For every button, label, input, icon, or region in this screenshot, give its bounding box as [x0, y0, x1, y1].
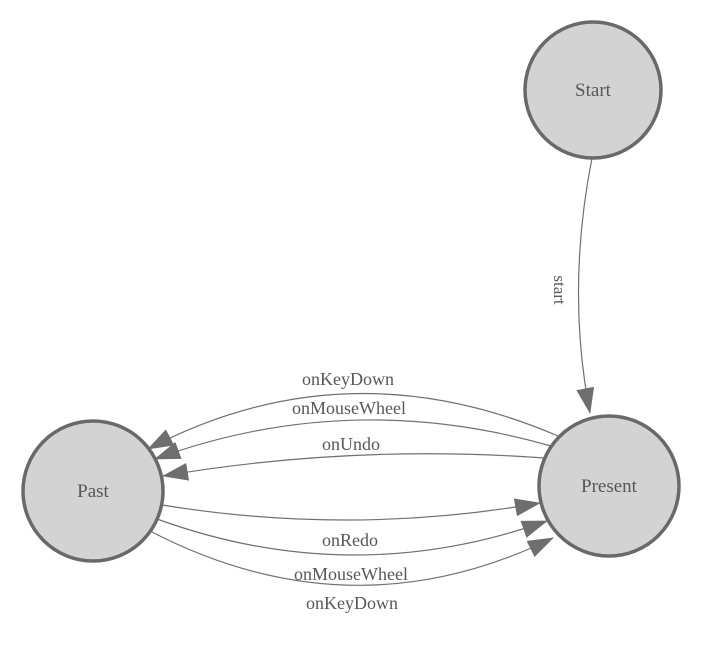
edge-past-to-present-onmousewheel — [156, 518, 548, 556]
edge-present-to-past-onundo — [162, 453, 545, 481]
edge-label-onkeydown-bottom: onKeyDown — [306, 593, 398, 613]
edge-labels: start onKeyDown onMouseWheel onUndo onRe… — [292, 275, 569, 613]
node-label-past: Past — [77, 481, 109, 502]
edge-label-onredo: onRedo — [322, 530, 378, 550]
node-label-present: Present — [581, 476, 638, 497]
state-circle-present — [537, 414, 681, 558]
edge-label-onundo: onUndo — [322, 434, 380, 454]
edge-present-to-past-onkeydown — [147, 392, 559, 450]
edge-past-to-present-onredo — [161, 498, 541, 521]
node-present: Present — [537, 414, 681, 558]
node-past: Past — [21, 419, 165, 563]
node-start: Start — [523, 20, 663, 160]
node-label-start: Start — [575, 80, 612, 101]
edge-label-onmousewheel-bottom: onMouseWheel — [294, 564, 408, 584]
state-circle-past — [21, 419, 165, 563]
edge-past-to-present-onkeydown — [149, 530, 554, 586]
edge-label-start: start — [550, 275, 569, 305]
edge-label-onmousewheel-top: onMouseWheel — [292, 398, 406, 418]
edges — [147, 157, 595, 586]
state-circle-start — [523, 20, 663, 160]
edge-label-onkeydown-top: onKeyDown — [302, 369, 394, 389]
edge-present-to-past-onmousewheel — [154, 419, 552, 460]
edge-start-to-present — [576, 157, 595, 414]
